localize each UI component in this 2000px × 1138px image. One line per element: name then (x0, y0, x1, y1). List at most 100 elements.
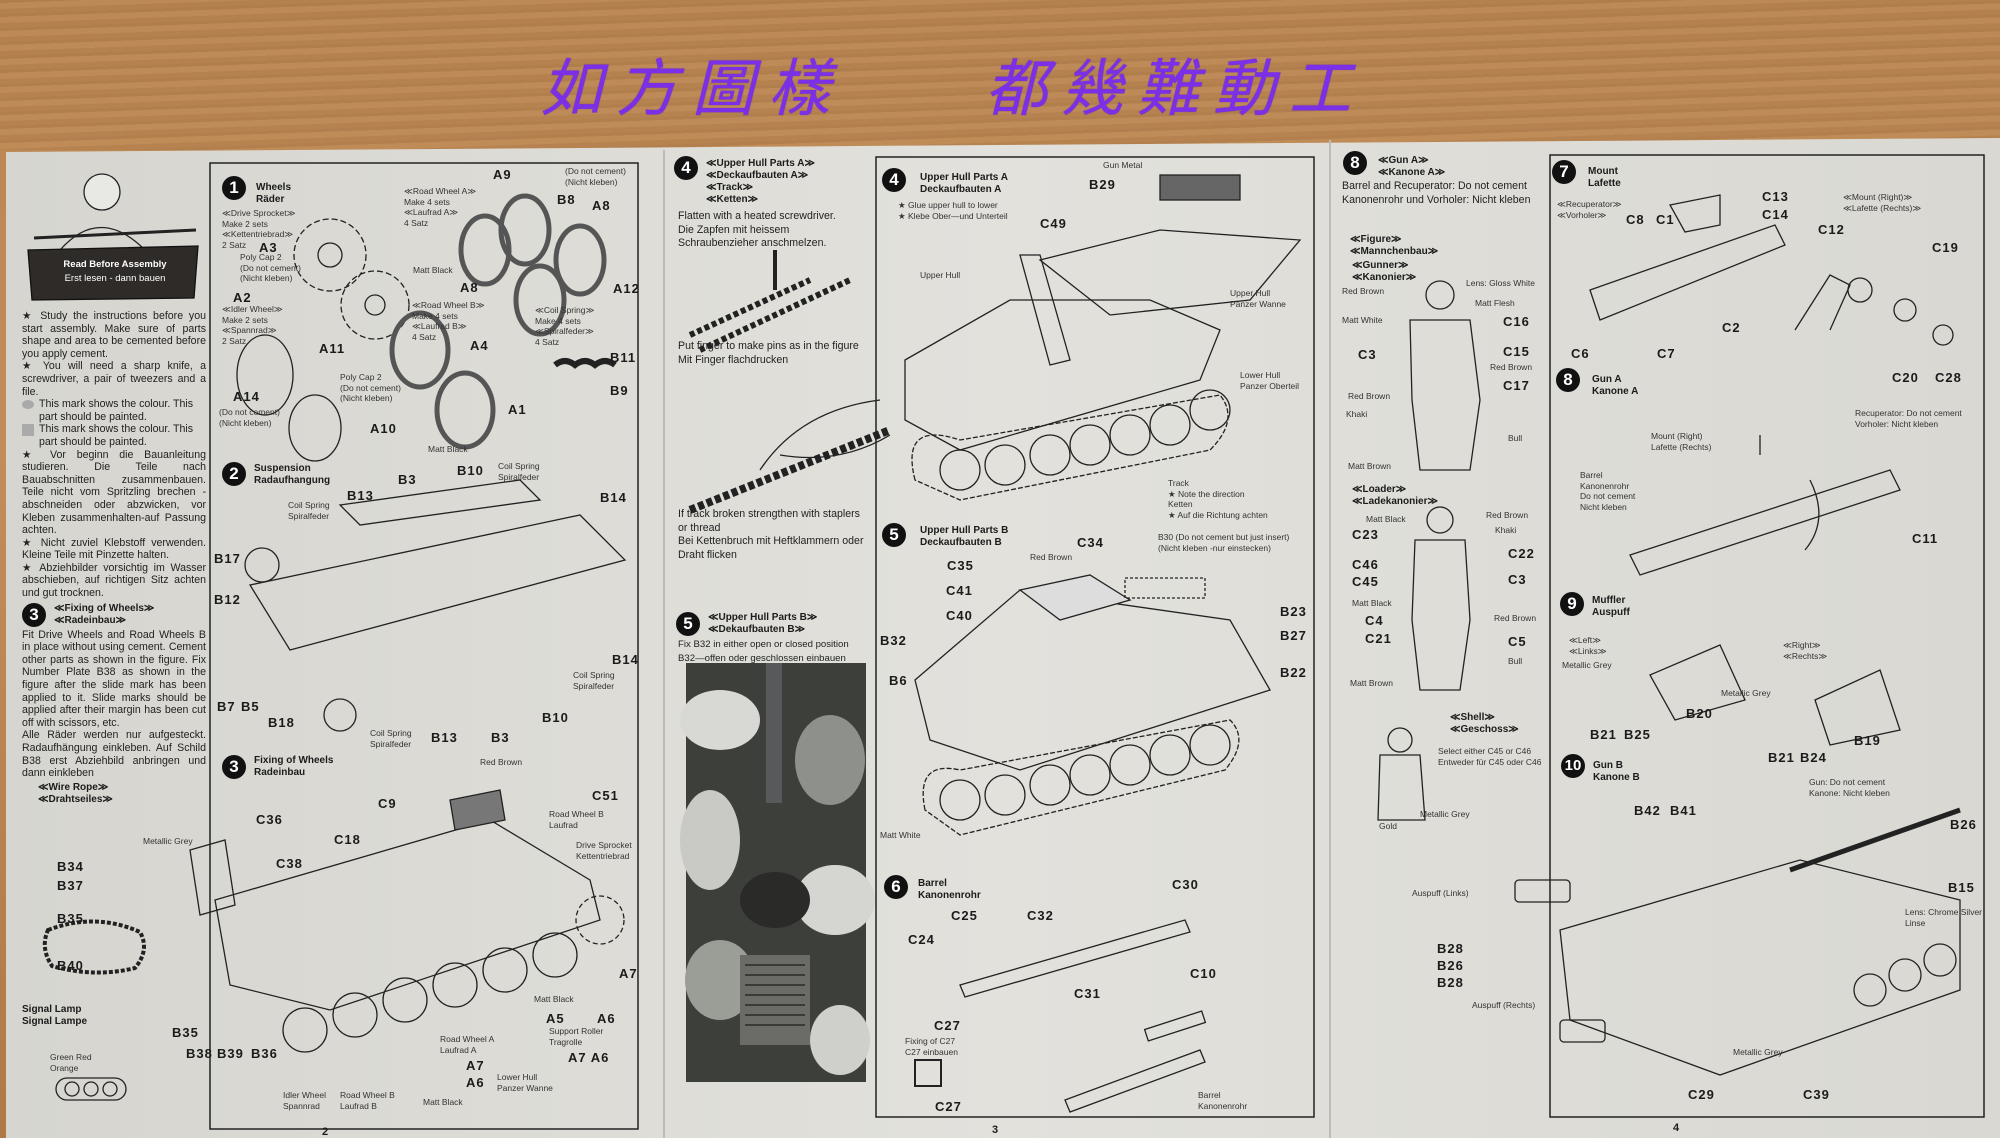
annotation-label: Mount (Right) Lafette (Rechts) (1651, 431, 1712, 452)
step-3-instructions: Fit Drive Wheels and Road Wheels B in pl… (22, 628, 206, 780)
panel-box-1 (209, 162, 639, 1130)
part-number-label: C19 (1932, 240, 1959, 255)
part-number-label: A12 (613, 281, 640, 296)
step-3-badge-box: 3 (222, 755, 246, 779)
part-number-label: A8 (592, 198, 611, 213)
part-number-label: C21 (1365, 631, 1392, 646)
annotation-label: Red Brown (1490, 362, 1533, 372)
annotation-label: Support Roller Tragrolle (549, 1026, 604, 1047)
step-4-badge: 4 (882, 168, 906, 192)
part-number-label: B15 (1948, 880, 1975, 895)
annotation-label: ≪Recuperator≫ ≪Vorholer≫ (1557, 199, 1622, 220)
annotation-label: ≪Idler Wheel≫ Make 2 sets ≪Spannrad≫ 2 S… (222, 304, 283, 346)
part-number-label: A8 (460, 280, 479, 295)
step-2-title: Suspension Radaufhangung (254, 463, 331, 486)
annotation-label: Auspuff (Rechts) (1472, 1000, 1536, 1010)
signal-lamp-title: Signal Lamp Signal Lampe (22, 1004, 88, 1027)
annotation-label: Select either C45 or C46 Entweder für C4… (1438, 746, 1542, 767)
step-5-badge: 5 (882, 523, 906, 547)
part-number-label: C45 (1352, 574, 1379, 589)
part-number-label: C13 (1762, 189, 1789, 204)
step-5-b32-title: ≪Upper Hull Parts B≫ ≪Dekaufbauten B≫ (708, 612, 818, 635)
step-5-badge-b32: 5 (676, 612, 700, 636)
step-9-badge: 9 (1560, 592, 1584, 616)
part-number-label: A14 (233, 389, 260, 404)
step-7-title: Mount Lafette (1588, 166, 1621, 189)
annotation-label: Poly Cap 2 (Do not cement) (Nicht kleben… (240, 252, 301, 283)
page-number: 3 (992, 1124, 999, 1136)
part-number-label: B14 (600, 490, 627, 505)
annotation-label: Matt Brown (1350, 678, 1393, 688)
track-broken-note: If track broken strengthen with staplers… (678, 508, 864, 561)
annotation-label: Metallic Grey (1420, 809, 1470, 819)
annotation-label: ≪Left≫ ≪Links≫ (1569, 635, 1607, 656)
part-number-label: C34 (1077, 535, 1104, 550)
annotation-label: Red Brown (1494, 613, 1537, 623)
step-3-badge: 3 (22, 602, 46, 627)
banner-title-right: 都幾難動工 (985, 52, 1366, 125)
part-number-label: C6 (1571, 346, 1590, 361)
annotation-label: B30 (Do not cement but just insert) (Nic… (1158, 532, 1290, 553)
annotation-label: Recuperator: Do not cement Vorholer: Nic… (1855, 408, 1962, 429)
step-6-badge: 6 (884, 875, 908, 899)
annotation-label: Metallic Grey (1721, 688, 1771, 698)
figure-title: ≪Figure≫ ≪Mannchenbau≫ (1350, 234, 1439, 257)
part-number-label: B18 (268, 715, 295, 730)
part-number-label: C28 (1935, 370, 1962, 385)
page-number: 2 (322, 1126, 329, 1138)
annotation-label: ≪Coil Spring≫ Make 4 sets ≪Spiralfeder≫ … (535, 305, 595, 347)
part-number-label: B14 (612, 652, 639, 667)
annotation-label: Barrel Kanonenrohr Do not cement Nicht k… (1580, 470, 1636, 512)
tank-photo (680, 663, 875, 1082)
paint-mark-note-1: This mark shows the colour. This part sh… (39, 398, 194, 423)
annotation-label: Matt Black (413, 265, 453, 275)
read-before-assembly-sign: Read Before Assembly Erst lesen - dann b… (40, 258, 190, 286)
part-number-label: B26 (1950, 817, 1977, 832)
step-8-title: Gun A Kanone A (1592, 374, 1639, 397)
part-number-label: A3 (259, 240, 278, 255)
intro-column: ★ Study the instructions before you star… (22, 310, 206, 806)
part-number-label: A5 (546, 1011, 565, 1026)
annotation-label: Road Wheel A Laufrad A (440, 1034, 495, 1055)
wood-background (0, 0, 2000, 150)
annotation-label: ≪Road Wheel B≫ Make 4 sets ≪Laufrad B≫ 4… (412, 300, 485, 342)
part-number-label: B13 (347, 488, 374, 503)
step-4-badge-track: 4 (674, 156, 698, 180)
annotation-label: Matt White (1342, 315, 1383, 325)
part-number-label: C2 (1722, 320, 1741, 335)
part-number-label: B21 (1590, 727, 1617, 742)
paint-mark-circle-icon (22, 400, 34, 410)
part-number-label: C24 (908, 932, 935, 947)
part-number-label: B38 (186, 1046, 213, 1061)
part-number-label: C4 (1365, 613, 1384, 628)
step-2-badge: 2 (222, 462, 246, 486)
paint-mark-note-2: This mark shows the colour. This part sh… (39, 423, 194, 448)
panel-box-4 (875, 156, 1315, 1118)
part-number-label: C40 (946, 608, 973, 623)
wire-rope-title: ≪Wire Rope≫ ≪Drahtseiles≫ (38, 781, 113, 805)
part-number-label: C39 (1803, 1087, 1830, 1102)
intro-text-de: ★ Vor beginn die Bauanleitung studieren.… (22, 448, 206, 600)
part-number-label: C31 (1074, 986, 1101, 1001)
part-number-label: B32 (880, 633, 907, 648)
gunner-title: ≪Gunner≫ ≪Kanonier≫ (1352, 260, 1417, 283)
annotation-label: Red Brown (1486, 510, 1529, 520)
part-number-label: A6 (597, 1011, 616, 1026)
annotation-label: Lower Hull Panzer Oberteil (1240, 370, 1300, 391)
part-number-label: B3 (398, 472, 417, 487)
line-drawings (27, 173, 1961, 1113)
step-5-title: Upper Hull Parts B Deckaufbauten B (920, 525, 1009, 548)
part-number-label: B6 (889, 673, 908, 688)
part-number-label: C35 (947, 558, 974, 573)
part-number-label: C22 (1508, 546, 1535, 561)
part-number-label: C11 (1912, 531, 1939, 546)
annotation-label: Matt Brown (1348, 461, 1391, 471)
part-number-label: C25 (951, 908, 978, 923)
annotation-label: Drive Sprocket Kettentriebrad (576, 840, 632, 861)
part-number-label: C5 (1508, 634, 1527, 649)
part-number-label: C1 (1656, 212, 1675, 227)
annotation-label: Red Brown (1030, 552, 1073, 562)
annotation-label: Coil Spring Spiralfeder (573, 670, 615, 691)
part-number-label: A11 (319, 341, 346, 356)
part-number-label: C14 (1762, 207, 1789, 222)
